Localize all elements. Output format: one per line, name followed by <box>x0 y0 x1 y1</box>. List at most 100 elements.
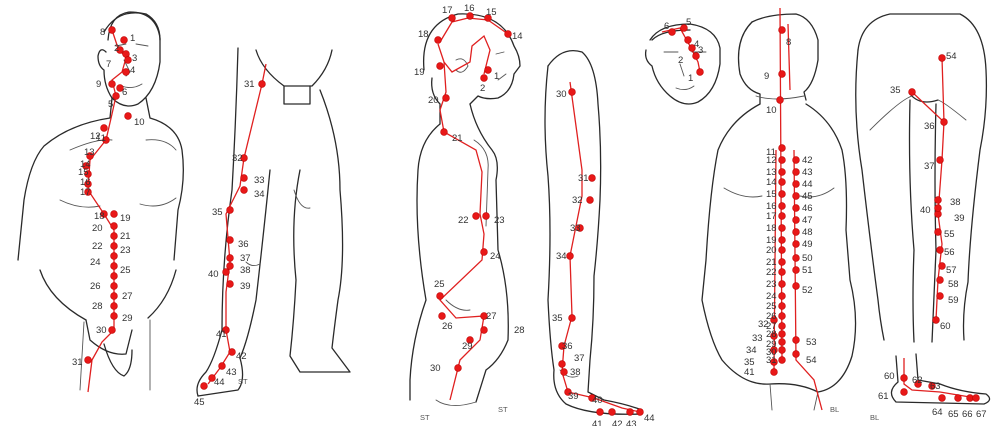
point-label-front-leg-8: 39 <box>240 281 251 292</box>
panel-caption-side-body: ST <box>498 405 508 414</box>
acupoint-face-back-25 <box>779 323 786 330</box>
acupoint-face-back-22 <box>779 293 786 300</box>
point-label-face-back-42: 49 <box>802 239 813 250</box>
panel-caption-foot: BL <box>870 413 879 422</box>
point-label-side-head-body-4: 14 <box>512 31 523 42</box>
point-label-front-leg-5: 36 <box>238 239 249 250</box>
point-label-side-head-body-5: 19 <box>414 67 425 78</box>
acupoint-face-back-37 <box>793 181 800 188</box>
point-label-foot-7: 67 <box>976 409 987 420</box>
acupoint-back-leg-12 <box>933 317 940 324</box>
acupoint-face-back-44 <box>793 267 800 274</box>
acupoint-face-back-7 <box>779 71 786 78</box>
point-label-front-torso-23: 24 <box>90 257 101 268</box>
point-label-front-torso-3: 2 <box>114 43 119 54</box>
point-label-face-back-40: 47 <box>802 215 813 226</box>
point-label-side-leg-9: 39 <box>568 391 579 402</box>
point-label-front-torso-12: 13 <box>84 147 95 158</box>
point-label-face-back-31: 33 <box>752 333 763 344</box>
point-label-foot-2: 62 <box>912 375 923 386</box>
acupoint-face-back-10 <box>779 157 786 164</box>
acupoint-side-leg-1 <box>589 175 596 182</box>
acupoint-face-back-27 <box>779 339 786 346</box>
panel-back-leg <box>856 14 987 342</box>
point-label-back-leg-1: 36 <box>924 121 935 132</box>
acupoint-front-torso-11 <box>101 125 108 132</box>
acupoint-side-leg-5 <box>569 315 576 322</box>
acupoint-face-back-24 <box>779 313 786 320</box>
point-label-front-torso-17: 18 <box>94 211 105 222</box>
acupoint-back-leg-4 <box>935 197 942 204</box>
acupoint-face-back-34 <box>771 369 778 376</box>
acupoint-front-leg-14 <box>201 383 208 390</box>
point-label-back-leg-5: 39 <box>954 213 965 224</box>
acupoint-side-head-body-18 <box>455 365 462 372</box>
acupoint-back-leg-8 <box>937 247 944 254</box>
point-label-front-leg-10: 41 <box>216 329 227 340</box>
acupoint-back-leg-6 <box>935 205 942 212</box>
point-label-side-head-body-6: 1 <box>494 71 499 82</box>
point-label-front-torso-16: 17 <box>80 187 91 198</box>
point-label-face-back-46: 53 <box>806 337 817 348</box>
point-label-face-back-37: 44 <box>802 179 813 190</box>
point-label-face-back-12: 14 <box>766 177 777 188</box>
acupoint-front-torso-1 <box>121 37 128 44</box>
point-label-front-torso-30: 31 <box>72 357 83 368</box>
acupoint-back-leg-9 <box>939 263 946 270</box>
point-label-face-back-15: 17 <box>766 211 777 222</box>
acupoint-face-back-9 <box>779 145 786 152</box>
point-label-side-head-body-16: 28 <box>514 325 525 336</box>
point-label-front-leg-1: 32 <box>232 153 243 164</box>
point-label-front-torso-29: 30 <box>96 325 107 336</box>
acupoint-side-head-body-3 <box>435 37 442 44</box>
point-label-side-leg-4: 34 <box>556 251 567 262</box>
point-label-side-head-body-11: 23 <box>494 215 505 226</box>
point-label-face-back-16: 18 <box>766 223 777 234</box>
point-label-front-leg-4: 35 <box>212 207 223 218</box>
point-label-face-back-45: 52 <box>802 285 813 296</box>
acupoint-face-back-8 <box>777 97 784 104</box>
point-label-back-leg-3: 37 <box>924 161 935 172</box>
point-label-face-back-1: 5 <box>686 17 691 28</box>
acupoint-back-leg-2 <box>909 89 916 96</box>
point-label-front-leg-0: 31 <box>244 79 255 90</box>
point-label-front-torso-6: 5 <box>108 99 113 110</box>
acupoint-front-torso-21 <box>111 243 118 250</box>
point-label-side-leg-3: 33 <box>570 223 581 234</box>
acupoint-face-back-13 <box>779 191 786 198</box>
point-label-side-head-body-17: 29 <box>462 341 473 352</box>
acupoint-face-back-11 <box>779 169 786 176</box>
point-label-front-torso-9: 10 <box>134 117 145 128</box>
point-label-face-back-32: 34 <box>746 345 757 356</box>
acupoint-side-head-body-4 <box>505 31 512 38</box>
acupoint-front-torso-24 <box>111 273 118 280</box>
point-label-face-back-20: 22 <box>766 267 777 278</box>
point-label-back-leg-0: 54 <box>946 51 957 62</box>
point-label-front-leg-2: 33 <box>254 175 265 186</box>
point-label-side-leg-11: 41 <box>592 419 603 426</box>
acupoint-face-back-18 <box>779 247 786 254</box>
point-label-front-leg-7: 38 <box>240 265 251 276</box>
acupoint-foot-4 <box>939 395 946 402</box>
point-label-side-head-body-1: 16 <box>464 3 475 14</box>
acupoint-side-leg-13 <box>609 409 616 416</box>
point-label-side-leg-8: 38 <box>570 367 581 378</box>
acupoint-side-leg-4 <box>567 253 574 260</box>
panel-caption-side-leg: ST <box>420 413 430 422</box>
acupoint-front-torso-8 <box>109 81 116 88</box>
point-label-side-leg-0: 30 <box>556 89 567 100</box>
acupoint-front-torso-9 <box>125 113 132 120</box>
acupoint-face-back-40 <box>793 217 800 224</box>
acupoint-face-back-29 <box>779 357 786 364</box>
acupoint-side-head-body-14 <box>439 313 446 320</box>
point-label-side-head-body-0: 17 <box>442 5 453 16</box>
point-label-front-leg-13: 44 <box>214 377 225 388</box>
point-label-face-back-3: 3 <box>698 45 703 56</box>
point-label-side-leg-14: 44 <box>644 413 655 424</box>
point-label-back-leg-10: 58 <box>948 279 959 290</box>
point-label-face-back-13: 15 <box>766 189 777 200</box>
acupoint-face-back-2 <box>685 37 692 44</box>
point-label-back-leg-12: 60 <box>940 321 951 332</box>
point-label-side-head-body-2: 15 <box>486 7 497 18</box>
